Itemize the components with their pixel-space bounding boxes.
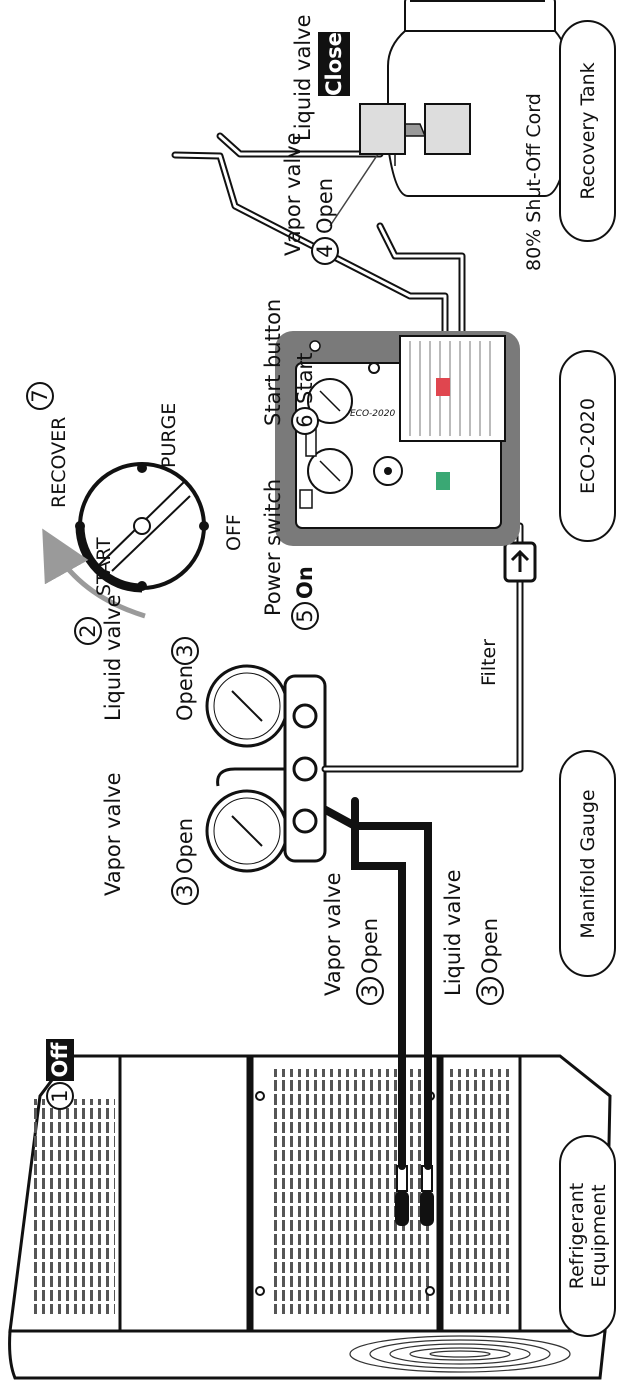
svg-text:Open: Open xyxy=(173,818,197,874)
svg-text:Manifold Gauge: Manifold Gauge xyxy=(577,789,599,938)
refrigerant-hoses xyxy=(296,792,432,1170)
knob-purge-label: PURGE xyxy=(158,403,180,468)
svg-text:Vapor valve: Vapor valve xyxy=(281,132,305,256)
svg-text:Liquid valve: Liquid valve xyxy=(101,595,125,722)
svg-text:Power switch: Power switch xyxy=(261,479,285,616)
step-3-vapor-gauge: Vapor valve 3 Open xyxy=(101,772,199,905)
svg-text:On: On xyxy=(293,566,317,599)
recovery-tank xyxy=(359,0,569,197)
filter-label: Filter xyxy=(478,639,500,686)
step-4-vapor: Vapor valve 4 Open xyxy=(281,132,339,265)
component-eco-2020: ECO-2020 xyxy=(559,350,616,542)
tank-liquid-close: Liquid valve Close xyxy=(291,15,350,142)
svg-text:Start: Start xyxy=(293,353,317,404)
condenser-unit xyxy=(8,1054,620,1381)
step-1-off: 1 Off xyxy=(46,1039,74,1110)
svg-text:ECO-2020: ECO-2020 xyxy=(577,398,599,494)
step-6-start: Start button 6 Start xyxy=(261,299,319,435)
step-3-liquid-equip: Liquid valve 3 Open xyxy=(441,870,504,1005)
mode-knob xyxy=(42,462,209,619)
step-5-power: Power switch 5 On xyxy=(261,479,319,630)
svg-text:Vapor valve: Vapor valve xyxy=(321,872,345,996)
svg-text:Recovery Tank: Recovery Tank xyxy=(577,62,599,199)
device-brand: ECO-2020 xyxy=(350,409,395,419)
knob-off-label: OFF xyxy=(223,514,245,551)
svg-text:5: 5 xyxy=(293,609,317,622)
svg-text:4: 4 xyxy=(313,244,337,257)
svg-text:Open: Open xyxy=(173,665,197,721)
svg-text:Vapor valve: Vapor valve xyxy=(101,772,125,896)
svg-text:Equipment: Equipment xyxy=(588,1184,610,1287)
svg-text:Start button: Start button xyxy=(261,299,285,426)
manifold-gauge xyxy=(205,664,327,873)
svg-text:6: 6 xyxy=(293,414,317,427)
svg-text:1: 1 xyxy=(48,1089,72,1102)
svg-text:Close: Close xyxy=(322,32,346,96)
step-3-vapor-equip: Vapor valve 3 Open xyxy=(321,872,384,1005)
svg-text:RECOVER: RECOVER xyxy=(48,417,70,508)
svg-text:Off: Off xyxy=(48,1042,72,1078)
svg-text:Open: Open xyxy=(358,918,382,974)
component-refrigerant-equipment: Refrigerant Equipment xyxy=(559,1135,616,1337)
component-manifold-gauge: Manifold Gauge xyxy=(559,750,616,977)
step-2-start: 2 START xyxy=(74,537,115,645)
svg-text:2: 2 xyxy=(76,624,100,637)
svg-text:Open: Open xyxy=(313,178,337,234)
shutoff-label: 80% Shut-Off Cord xyxy=(523,93,545,271)
step-7-recover: 7 RECOVER xyxy=(26,382,70,508)
svg-text:7: 7 xyxy=(28,389,52,402)
svg-text:START: START xyxy=(93,537,115,596)
svg-text:Liquid valve: Liquid valve xyxy=(441,870,465,997)
outlet-arrow-icon xyxy=(436,378,450,396)
filter xyxy=(503,541,537,583)
svg-text:3: 3 xyxy=(173,644,197,657)
eco-2020-machine: ECO-2020 xyxy=(275,331,520,546)
svg-text:Open: Open xyxy=(478,918,502,974)
svg-text:Liquid valve: Liquid valve xyxy=(291,15,315,142)
svg-text:3: 3 xyxy=(358,984,382,997)
fan-grille xyxy=(349,1335,571,1373)
component-recovery-tank: Recovery Tank xyxy=(559,20,616,242)
svg-text:Refrigerant: Refrigerant xyxy=(566,1183,588,1290)
intake-arrow-icon xyxy=(436,472,450,490)
step-3-liquid-gauge: Liquid valve Open 3 xyxy=(101,595,199,722)
svg-text:3: 3 xyxy=(478,984,502,997)
svg-text:3: 3 xyxy=(173,884,197,897)
